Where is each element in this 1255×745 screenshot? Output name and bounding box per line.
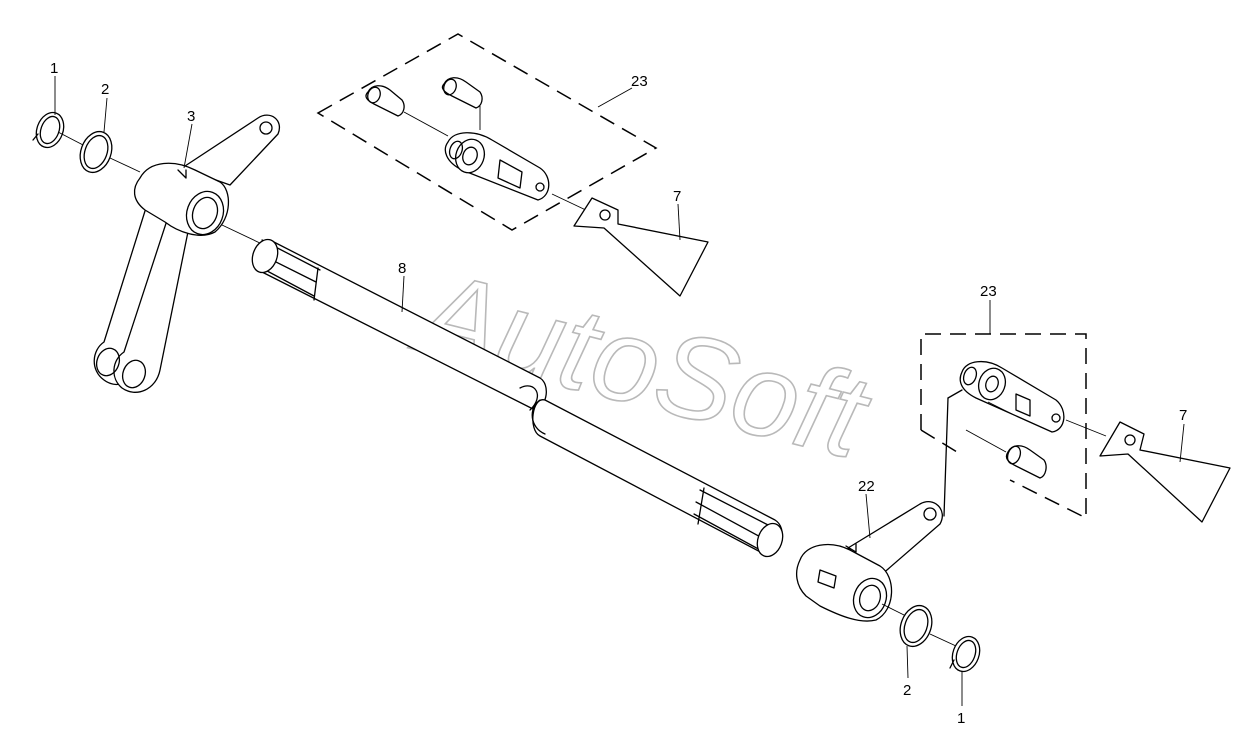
part-2-washer-right (899, 604, 933, 648)
callout-2-right: 2 (903, 682, 911, 699)
part-1-circlip-left (32, 111, 65, 149)
callout-23-top: 23 (631, 73, 648, 90)
part-3-lever-arm (93, 114, 281, 393)
part-22-lever-hub (795, 389, 963, 622)
callout-1-right: 1 (957, 710, 965, 727)
axis-line (929, 633, 957, 647)
part-7-blade-top (573, 197, 709, 297)
callout-23-right: 23 (980, 283, 997, 300)
part-23-assembly-top (365, 77, 550, 201)
callout-2-left: 2 (101, 81, 109, 98)
assembly-23-box-right-edge (920, 429, 963, 456)
part-7-blade-right (1099, 421, 1231, 523)
axis-line (1065, 419, 1107, 437)
assembly-23-box-top (316, 33, 658, 231)
callout-1-left: 1 (50, 60, 58, 77)
callout-8: 8 (398, 260, 406, 277)
part-1-circlip-right (949, 635, 981, 673)
callout-3: 3 (187, 108, 195, 125)
axis-line (57, 131, 86, 147)
callout-22: 22 (858, 478, 875, 495)
axis-line (109, 157, 141, 173)
assembly-23-box-right (920, 333, 1087, 520)
leader-lines (54, 76, 1185, 706)
axis-line (551, 193, 591, 213)
part-8-splined-shaft (251, 238, 784, 558)
callout-7-right: 7 (1179, 407, 1187, 424)
callout-7-top: 7 (673, 188, 681, 205)
part-2-washer-left (79, 130, 113, 174)
axis-line (221, 224, 263, 245)
axis-line (881, 603, 907, 617)
part-23-assembly-right (959, 361, 1065, 479)
